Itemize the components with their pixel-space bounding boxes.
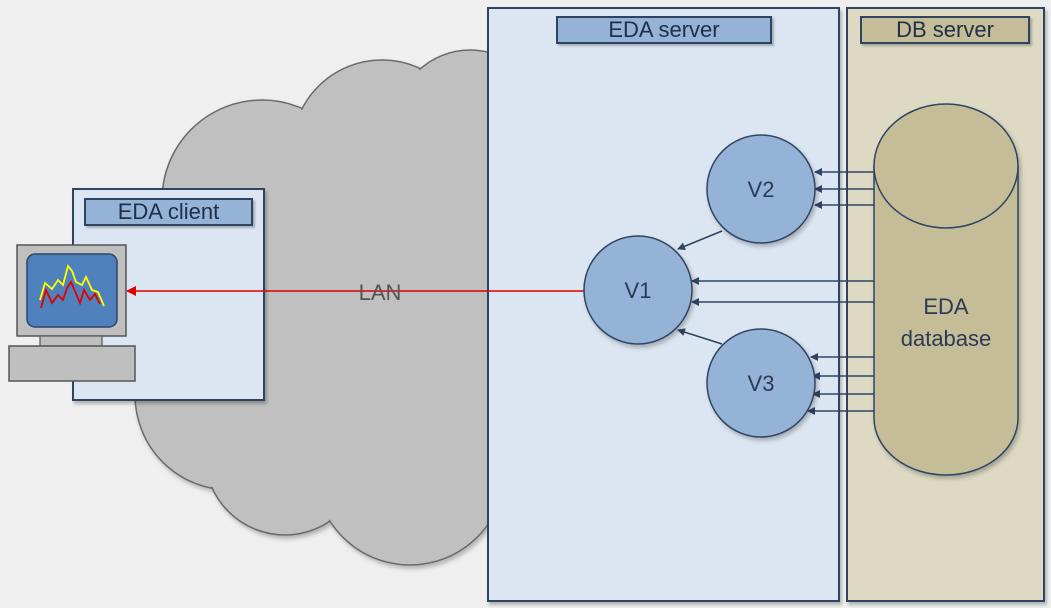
db-server-title: DB server — [860, 16, 1030, 44]
chart-line-red — [40, 280, 101, 309]
monitor-screen — [26, 253, 118, 328]
computer-base — [8, 345, 136, 382]
v2-to-v1-arrow — [677, 230, 723, 251]
eda-database-cylinder — [873, 103, 1019, 476]
chart-line-yellow — [39, 264, 105, 307]
node-v1-label: V1 — [624, 278, 652, 303]
node-v2-label: V2 — [747, 177, 775, 202]
eda-client-title: EDA client — [84, 198, 253, 226]
node-v2 — [706, 134, 816, 244]
v3-to-v1-arrow — [677, 328, 723, 345]
computer-icon — [8, 244, 136, 382]
monitor-stand — [39, 335, 103, 347]
database-label-line2: database — [900, 326, 992, 351]
eda-server-title: EDA server — [556, 16, 772, 44]
node-v3-label: V3 — [747, 371, 775, 396]
lan-label: LAN — [358, 280, 402, 305]
database-label-line1: EDA — [923, 294, 969, 319]
node-v3 — [706, 328, 816, 438]
node-v1 — [583, 235, 693, 345]
